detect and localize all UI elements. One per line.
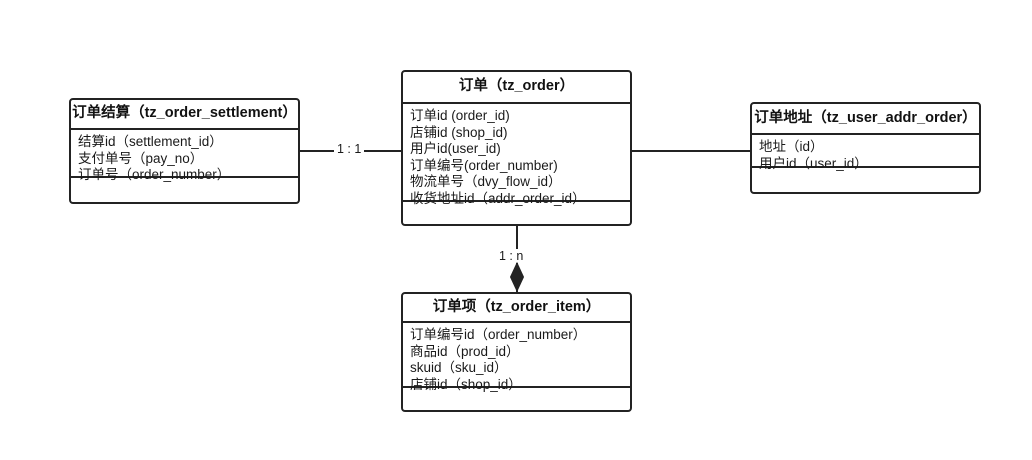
entity-title-tz-user-addr-order: 订单地址（tz_user_addr_order）	[754, 109, 977, 126]
entity-header-tz-user-addr-order: 订单地址（tz_user_addr_order）	[752, 104, 979, 135]
field-row: 店铺id (shop_id)	[410, 124, 508, 140]
entity-body-tz-order-item: 订单编号id（order_number） 商品id（prod_id） skuid…	[403, 323, 630, 392]
entity-title-tz-order-settlement: 订单结算（tz_order_settlement）	[72, 105, 297, 122]
field-row: 订单编号id（order_number）	[410, 327, 587, 342]
field-row: 收货地址id（addr_order_id）	[410, 190, 586, 206]
entity-header-tz-order: 订单（tz_order）	[403, 72, 630, 104]
entity-header-tz-order-settlement: 订单结算（tz_order_settlement）	[71, 100, 298, 130]
field-row: 订单编号(order_number)	[410, 157, 558, 173]
entity-tz-user-addr-order[interactable]: 订单地址（tz_user_addr_order） 地址（id） 用户id（use…	[750, 102, 981, 194]
field-row: 物流单号（dvy_flow_id）	[410, 174, 562, 190]
field-row: 店铺id（shop_id）	[410, 376, 522, 392]
entity-header-tz-order-item: 订单项（tz_order_item）	[403, 294, 630, 323]
field-row: 支付单号（pay_no）	[78, 150, 204, 166]
entity-tz-order-settlement[interactable]: 订单结算（tz_order_settlement） 结算id（settlemen…	[69, 98, 300, 204]
cardinality-label-settlement-order: 1 : 1	[334, 142, 365, 156]
entity-body-tz-order-settlement: 结算id（settlement_id） 支付单号（pay_no） 订单号（ord…	[71, 130, 298, 182]
field-row: 结算id（settlement_id）	[78, 134, 223, 149]
entity-body-tz-order: 订单id (order_id) 店铺id (shop_id) 用户id(user…	[403, 104, 630, 206]
entity-tz-order[interactable]: 订单（tz_order） 订单id (order_id) 店铺id (shop_…	[401, 70, 632, 226]
filled-diamond-marker	[509, 262, 525, 292]
field-row: skuid（sku_id）	[410, 360, 508, 376]
field-row: 商品id（prod_id）	[410, 343, 520, 359]
entity-title-tz-order: 订单（tz_order）	[458, 78, 575, 95]
entity-body-tz-user-addr-order: 地址（id） 用户id（user_id）	[752, 135, 979, 171]
connector-order-address	[631, 150, 750, 152]
field-row: 用户id(user_id)	[410, 141, 501, 157]
field-row: 用户id（user_id）	[759, 155, 868, 171]
entity-title-tz-order-item: 订单项（tz_order_item）	[432, 298, 601, 315]
field-row: 地址（id）	[759, 139, 824, 154]
field-row: 订单号（order_number）	[78, 167, 231, 183]
entity-tz-order-item[interactable]: 订单项（tz_order_item） 订单编号id（order_number） …	[401, 292, 632, 412]
field-row: 订单id (order_id)	[410, 108, 510, 123]
cardinality-label-order-orderitem: 1 : n	[496, 249, 527, 263]
